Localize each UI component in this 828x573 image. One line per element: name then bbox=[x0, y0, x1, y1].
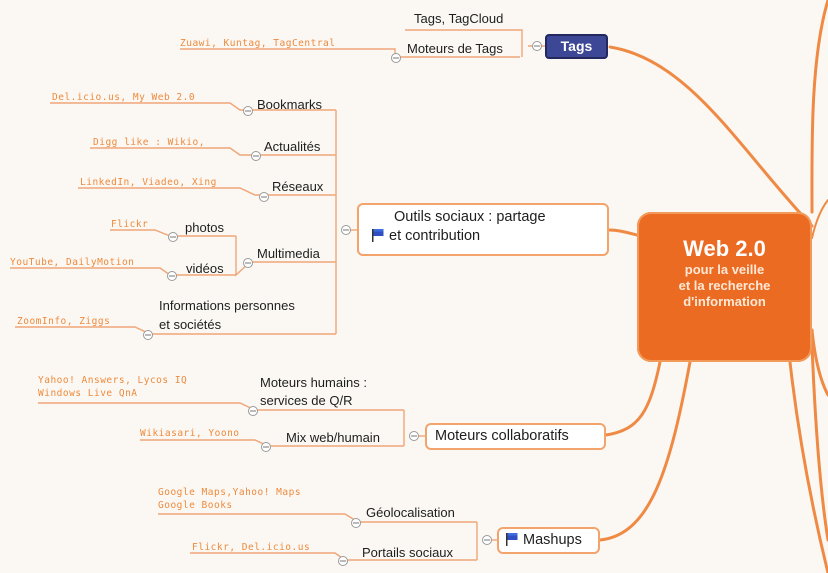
connector-bookmarks-leaf bbox=[50, 102, 250, 111]
connector-photos-leaf bbox=[110, 229, 171, 237]
central-title: Web 2.0 bbox=[683, 236, 766, 261]
leaf-portails-sociaux[interactable]: Flickr, Del.icio.us bbox=[192, 542, 311, 553]
leaf-moteurs-humains-line-2[interactable]: Windows Live QnA bbox=[38, 388, 138, 399]
leaf-photos[interactable]: Flickr bbox=[111, 219, 149, 230]
connector-central-collab bbox=[604, 360, 662, 437]
topic-mashups[interactable]: Mashups bbox=[497, 527, 600, 554]
topic-moteurs-humains-line-2[interactable]: services de Q/R bbox=[260, 393, 353, 408]
leaf-geolocalisation-line-2[interactable]: Google Books bbox=[158, 500, 233, 511]
connector-humains-leaf bbox=[38, 402, 256, 411]
topic-informations-personnes-line-2[interactable]: et sociétés bbox=[159, 317, 222, 332]
topic-mix-web-humain[interactable]: Mix web/humain bbox=[286, 430, 380, 445]
connector-actualites-leaf bbox=[90, 147, 258, 156]
leaf-videos[interactable]: YouTube, DailyMotion bbox=[10, 257, 135, 268]
connector-tags-branch bbox=[400, 29, 523, 58]
leaf-reseaux[interactable]: LinkedIn, Viadeo, Xing bbox=[80, 177, 217, 188]
leaf-actualites[interactable]: Digg like : Wikio, bbox=[93, 137, 205, 148]
topic-moteurs-de-tags[interactable]: Moteurs de Tags bbox=[407, 41, 503, 56]
connector-infos-leaf bbox=[15, 326, 151, 335]
flag-icon bbox=[371, 228, 385, 248]
topic-portails-sociaux[interactable]: Portails sociaux bbox=[362, 545, 454, 560]
connector-central-mashups bbox=[598, 360, 692, 542]
mashups-label: Mashups bbox=[523, 532, 582, 548]
connector-right-2 bbox=[811, 199, 828, 239]
connector-right-3 bbox=[810, 328, 828, 397]
connector-tags-leaf bbox=[180, 48, 396, 57]
connector-reseaux-leaf bbox=[78, 187, 268, 196]
topic-informations-personnes-line-1[interactable]: Informations personnes bbox=[159, 298, 295, 313]
flag-icon bbox=[505, 532, 519, 552]
topic-photos[interactable]: photos bbox=[185, 220, 225, 235]
topic-outils-sociaux[interactable]: Outils sociaux : partage et contribution bbox=[357, 203, 609, 256]
topic-tags-tagcloud[interactable]: Tags, TagCloud bbox=[414, 11, 504, 26]
leaf-informations-personnes[interactable]: ZoomInfo, Ziggs bbox=[17, 316, 111, 327]
leaf-moteurs-humains-line-1[interactable]: Yahoo! Answers, Lycos IQ bbox=[38, 375, 188, 386]
leaf-mix-web-humain[interactable]: Wikiasari, Yoono bbox=[140, 428, 240, 439]
connector-central-outils bbox=[607, 228, 639, 237]
connector-central-tags bbox=[608, 45, 814, 228]
leaf-geolocalisation-line-1[interactable]: Google Maps,Yahoo! Maps bbox=[158, 487, 302, 498]
topic-tags[interactable]: Tags bbox=[545, 34, 608, 59]
connector-mix-leaf bbox=[140, 439, 269, 447]
topic-videos[interactable]: vidéos bbox=[186, 261, 224, 276]
topic-actualites[interactable]: Actualités bbox=[264, 139, 321, 154]
topic-geolocalisation[interactable]: Géolocalisation bbox=[366, 505, 455, 520]
central-subtitle-line-3: d'information bbox=[683, 294, 766, 309]
central-subtitle-line-1: pour la veille bbox=[684, 262, 765, 277]
leaf-bookmarks[interactable]: Del.icio.us, My Web 2.0 bbox=[52, 92, 196, 103]
connector-portails-leaf bbox=[190, 552, 346, 561]
connector-multimedia-vertical bbox=[235, 236, 251, 277]
topic-reseaux[interactable]: Réseaux bbox=[272, 179, 324, 194]
connector-videos-leaf bbox=[10, 267, 171, 276]
connector-right-1 bbox=[810, 0, 828, 214]
connector-right-4 bbox=[810, 343, 828, 542]
topic-moteurs-humains-line-1[interactable]: Moteurs humains : bbox=[260, 375, 367, 390]
central-subtitle-line-2: et la recherche bbox=[678, 278, 771, 293]
central-topic[interactable]: Web 2.0 pour la veille et la recherche d… bbox=[637, 212, 812, 362]
outils-line-2: et contribution bbox=[389, 228, 481, 244]
leaf-moteurs-de-tags[interactable]: Zuawi, Kuntag, TagCentral bbox=[180, 38, 336, 49]
topic-bookmarks[interactable]: Bookmarks bbox=[257, 97, 323, 112]
connector-right-5 bbox=[788, 360, 828, 573]
topic-multimedia[interactable]: Multimedia bbox=[257, 246, 320, 261]
connector-geoloc-leaf bbox=[158, 513, 359, 523]
outils-line-1: Outils sociaux : partage bbox=[394, 209, 546, 225]
topic-moteurs-collaboratifs[interactable]: Moteurs collaboratifs bbox=[425, 423, 606, 450]
